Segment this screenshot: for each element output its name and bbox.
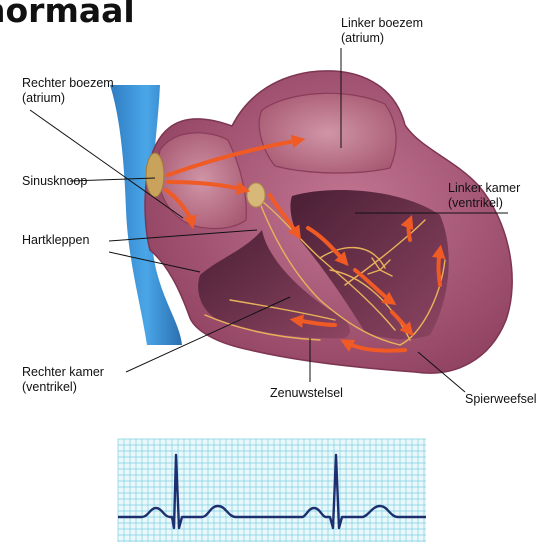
- label-muscle-tissue: Spierweefsel: [465, 392, 537, 407]
- label-nervous-system: Zenuwstelsel: [270, 386, 343, 401]
- label-right-ventricle: Rechter kamer (ventrikel): [22, 365, 104, 395]
- label-right-atrium: Rechter boezem (atrium): [22, 76, 114, 106]
- sinus-node: [146, 153, 164, 197]
- label-left-atrium: Linker boezem (atrium): [341, 16, 423, 46]
- ecg-strip: [118, 439, 426, 542]
- label-valves: Hartkleppen: [22, 233, 89, 248]
- left-atrium-chamber: [259, 93, 396, 173]
- label-sinus-node: Sinusknoop: [22, 174, 87, 189]
- label-left-ventricle: Linker kamer (ventrikel): [448, 181, 520, 211]
- av-node: [247, 183, 265, 207]
